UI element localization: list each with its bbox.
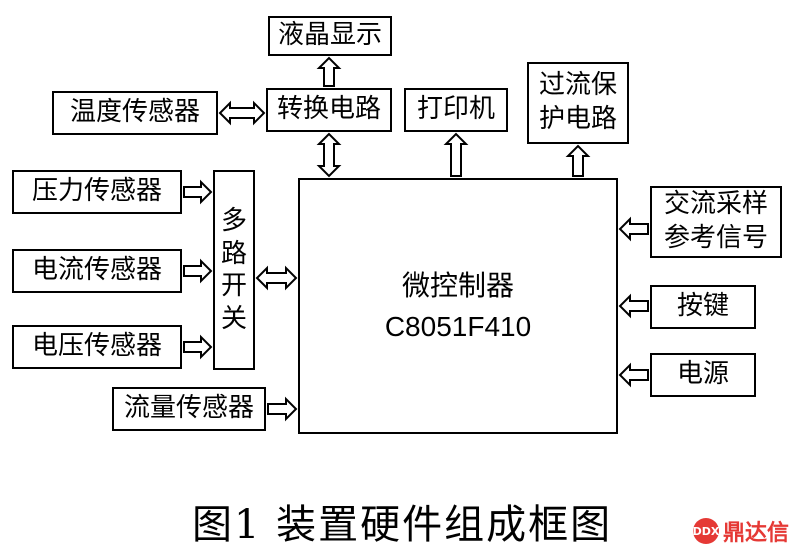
multiplexer-switch-block: 多 路 开 关 <box>213 170 255 370</box>
overcurrent-line2: 护电路 <box>538 104 617 134</box>
arrow-mux-mcu-bidirectional <box>255 265 298 291</box>
arrow-current-to-mux <box>183 258 213 284</box>
overcurrent-protection-block: 过流保 护电路 <box>527 62 629 144</box>
pressure-sensor-block: 压力传感器 <box>12 170 182 214</box>
flow-sensor-label: 流量传感器 <box>123 393 254 424</box>
ac-sampling-reference-block: 交流采样 参考信号 <box>650 186 782 258</box>
arrow-voltage-to-mux <box>183 334 213 360</box>
ac-sampling-line1: 交流采样 <box>663 189 768 220</box>
pressure-sensor-label: 压力传感器 <box>31 176 162 207</box>
watermark-logo: DDX 鼎达信 <box>693 515 789 547</box>
mux-char-2: 路 <box>220 238 247 269</box>
flow-sensor-block: 流量传感器 <box>112 387 266 431</box>
lcd-display-label: 液晶显示 <box>277 20 382 51</box>
arrow-converter-to-lcd <box>316 56 342 87</box>
arrow-mcu-to-overcurrent <box>565 144 591 177</box>
arrow-power-to-mcu <box>618 362 649 388</box>
ac-sampling-line2: 参考信号 <box>663 223 768 253</box>
arrow-temperature-converter-bidirectional <box>218 100 266 126</box>
mux-char-4: 关 <box>220 303 247 334</box>
voltage-sensor-block: 电压传感器 <box>12 325 182 369</box>
mux-char-1: 多 <box>220 206 247 236</box>
power-supply-block: 电源 <box>650 353 756 397</box>
printer-block: 打印机 <box>404 88 508 132</box>
arrow-pressure-to-mux <box>183 179 213 205</box>
microcontroller-block: 微控制器 C8051F410 <box>298 178 618 434</box>
keypad-block: 按键 <box>650 285 756 329</box>
converter-circuit-block: 转换电路 <box>266 88 392 132</box>
mcu-model: C8051F410 <box>384 311 532 342</box>
power-supply-label: 电源 <box>676 359 729 390</box>
arrow-converter-mcu-bidirectional <box>316 132 342 178</box>
arrow-keypad-to-mcu <box>618 293 649 319</box>
mcu-title: 微控制器 <box>401 269 514 302</box>
keypad-label: 按键 <box>676 291 729 322</box>
current-sensor-label: 电流传感器 <box>31 255 162 286</box>
current-sensor-block: 电流传感器 <box>12 249 182 293</box>
overcurrent-line1: 过流保 <box>538 70 617 101</box>
watermark-text: 鼎达信 <box>723 521 790 546</box>
figure-caption: 图1 装置硬件组成框图 <box>192 502 613 548</box>
lcd-display-block: 液晶显示 <box>268 16 392 56</box>
arrow-mcu-to-printer <box>443 132 469 177</box>
watermark-logo-icon: DDX <box>693 518 719 544</box>
printer-label: 打印机 <box>416 94 495 125</box>
mux-char-3: 开 <box>220 271 247 301</box>
converter-circuit-label: 转换电路 <box>276 94 381 125</box>
temperature-sensor-label: 温度传感器 <box>69 97 200 128</box>
voltage-sensor-label: 电压传感器 <box>31 331 162 362</box>
temperature-sensor-block: 温度传感器 <box>52 91 218 135</box>
arrow-flow-to-mcu <box>267 396 298 422</box>
arrow-ac-sampling-to-mcu <box>618 216 649 242</box>
